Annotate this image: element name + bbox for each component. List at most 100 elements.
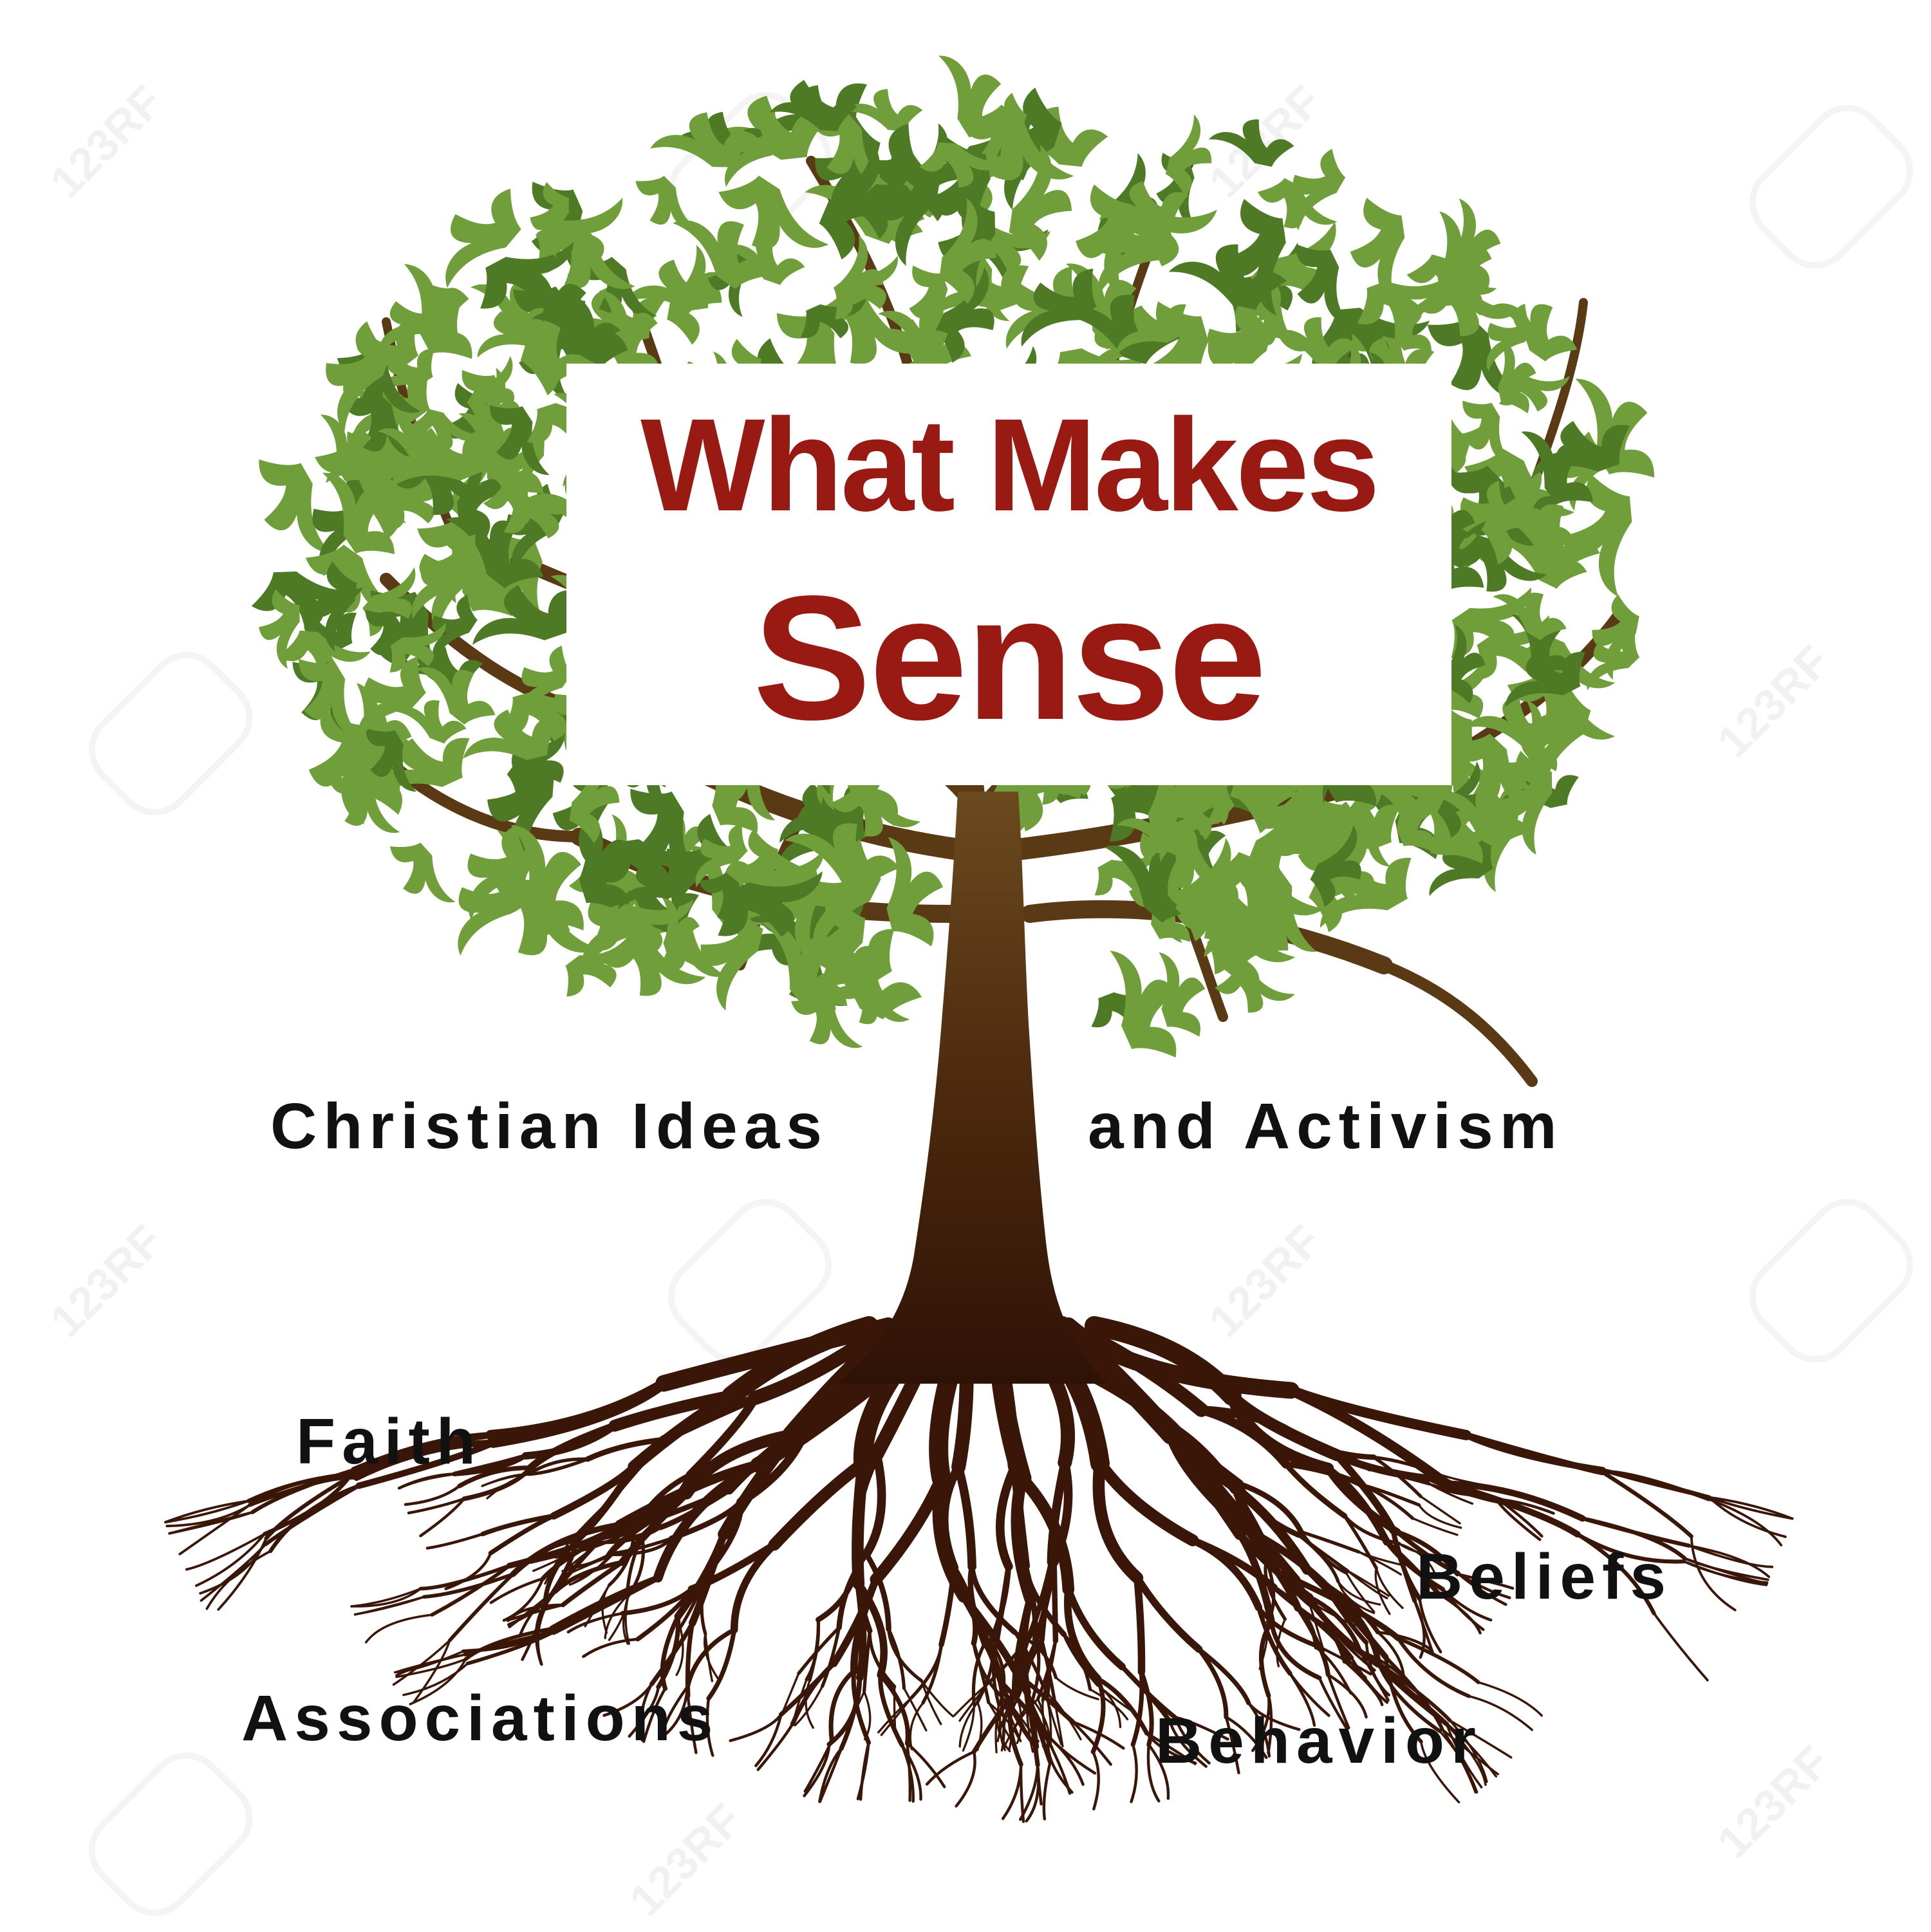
leaf [599, 934, 706, 996]
root [1046, 1697, 1063, 1745]
leaf [1215, 968, 1295, 1013]
root [1251, 1694, 1271, 1752]
leaf [800, 889, 866, 1011]
leaf [1021, 268, 1097, 347]
root [958, 1701, 979, 1748]
root [563, 1541, 602, 1574]
root [1708, 1496, 1794, 1520]
leaf [650, 112, 757, 167]
root [1089, 1688, 1129, 1721]
leaf [1466, 696, 1564, 748]
root [852, 1449, 881, 1558]
root [527, 1457, 590, 1476]
root [430, 1563, 512, 1617]
root [1318, 1646, 1372, 1676]
root [1708, 1496, 1794, 1520]
leaf [480, 241, 574, 309]
root [1130, 1743, 1138, 1803]
leaf [1357, 275, 1448, 328]
label-associations: Associations [241, 1682, 720, 1754]
leaf [618, 861, 687, 909]
root [1047, 1458, 1070, 1566]
leaf [1292, 149, 1346, 230]
leaf [1592, 594, 1639, 680]
root [906, 1742, 912, 1802]
root [1009, 1700, 1017, 1751]
root [1048, 1736, 1097, 1775]
root [452, 1453, 528, 1476]
root [705, 1696, 714, 1757]
root [1398, 1542, 1437, 1576]
root [413, 1639, 451, 1704]
root [1283, 1461, 1365, 1488]
leaf [389, 622, 446, 673]
leaf [919, 142, 1006, 188]
leaf [463, 709, 561, 760]
root [1383, 1655, 1444, 1731]
leaf [1076, 184, 1133, 297]
root [195, 1532, 266, 1587]
root [1041, 1699, 1054, 1749]
root [1133, 1574, 1203, 1653]
leaf [432, 595, 478, 664]
root [1041, 1639, 1058, 1702]
root [1295, 1605, 1330, 1677]
root [1258, 1621, 1269, 1670]
leaf [1165, 115, 1212, 196]
leaf [770, 85, 857, 131]
leaf [366, 728, 417, 792]
leaf [279, 630, 371, 680]
leaf [1168, 244, 1287, 310]
leaf [1495, 531, 1587, 589]
root [1347, 1570, 1390, 1597]
leaf [569, 750, 620, 843]
root [457, 1465, 533, 1489]
leaf [378, 290, 443, 356]
leaf [1060, 294, 1180, 364]
leaf [329, 772, 400, 833]
root [863, 1629, 872, 1694]
root [870, 1472, 947, 1586]
root [850, 1575, 880, 1675]
leaf [761, 922, 848, 1008]
root [1051, 1559, 1059, 1644]
root [1196, 1646, 1251, 1705]
root [1092, 1750, 1100, 1811]
root [1441, 1588, 1493, 1622]
root [1376, 1662, 1450, 1726]
leaf [390, 842, 456, 903]
root [1015, 1694, 1023, 1745]
root [1269, 1620, 1322, 1680]
root [510, 1521, 623, 1577]
root [1468, 1695, 1533, 1731]
leaf [791, 993, 863, 1048]
root [1688, 1544, 1774, 1568]
leaf [1110, 951, 1177, 1058]
root [419, 1497, 466, 1537]
leaf [322, 472, 395, 555]
root [703, 1633, 720, 1681]
root [1413, 1599, 1426, 1659]
title-banner: What Makes Sense [566, 364, 1451, 785]
leaf [1498, 750, 1553, 855]
root [1357, 1550, 1406, 1567]
root [887, 1627, 906, 1690]
root [1600, 1470, 1693, 1539]
leaf [939, 198, 997, 304]
root [444, 1552, 492, 1590]
root [1133, 1574, 1146, 1676]
root [480, 1513, 556, 1537]
root [248, 1475, 359, 1507]
root [1376, 1661, 1452, 1723]
leaf [886, 837, 944, 947]
root [1173, 1716, 1229, 1741]
title-line-1: What Makes [640, 391, 1380, 539]
leaf [308, 707, 369, 824]
root [1580, 1516, 1687, 1561]
leaf [1200, 851, 1324, 926]
root [1147, 1743, 1170, 1800]
root [527, 1457, 590, 1476]
leaf [521, 646, 572, 720]
root [1256, 1605, 1292, 1676]
leaf [467, 356, 514, 429]
